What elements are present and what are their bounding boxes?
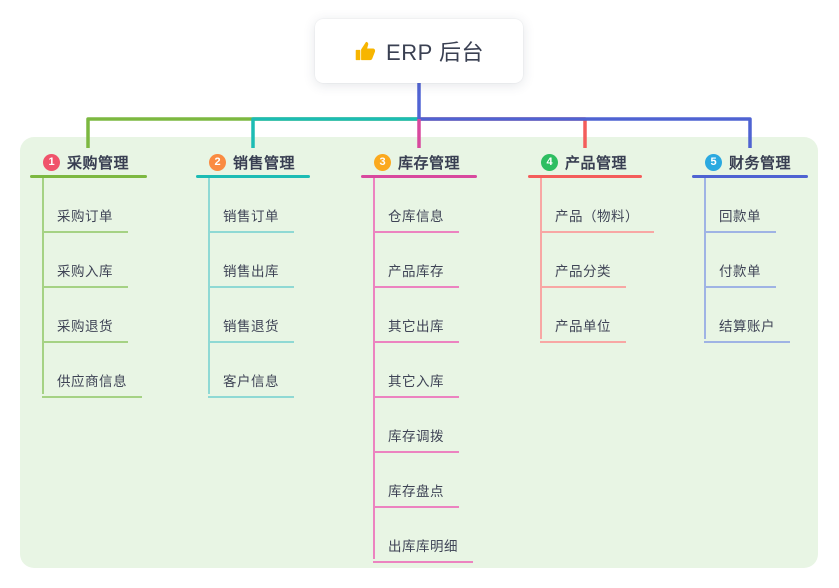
child-node-label: 库存盘点 [373, 480, 459, 508]
child-node-label: 销售出库 [208, 260, 294, 288]
child-node[interactable]: 仓库信息 [361, 178, 477, 233]
child-node[interactable]: 其它入库 [361, 343, 477, 398]
child-node-label: 采购订单 [42, 205, 128, 233]
child-node-label: 库存调拨 [373, 425, 459, 453]
branch-header[interactable]: 4 产品管理 [528, 150, 642, 175]
child-node[interactable]: 结算账户 [692, 288, 808, 343]
branch-number-badge: 1 [43, 154, 60, 171]
child-node[interactable]: 客户信息 [196, 343, 310, 398]
child-node[interactable]: 产品库存 [361, 233, 477, 288]
branch-children-list: 仓库信息产品库存其它出库其它入库库存调拨库存盘点出库库明细 [361, 178, 477, 563]
child-node-label: 出库库明细 [373, 535, 473, 563]
branch-number-badge: 2 [209, 154, 226, 171]
child-node-label: 采购退货 [42, 315, 128, 343]
branch-title: 采购管理 [67, 155, 130, 172]
child-node-label: 销售退货 [208, 315, 294, 343]
child-node-label: 供应商信息 [42, 370, 142, 398]
child-node[interactable]: 销售出库 [196, 233, 310, 288]
branch-children-list: 回款单付款单结算账户 [692, 178, 808, 343]
root-node-erp[interactable]: ERP 后台 [315, 19, 523, 83]
children-connector-line [42, 178, 44, 394]
branch-title: 财务管理 [729, 155, 792, 172]
children-connector-line [704, 178, 706, 339]
child-node-label: 采购入库 [42, 260, 128, 288]
child-node[interactable]: 其它出库 [361, 288, 477, 343]
branch-underline [196, 175, 310, 178]
child-node-label: 结算账户 [704, 315, 790, 343]
branch-node-2: 2 销售管理 销售订单销售出库销售退货客户信息 [196, 150, 310, 398]
child-node[interactable]: 回款单 [692, 178, 808, 233]
child-node-label: 回款单 [704, 205, 776, 233]
branch-node-1: 1 采购管理 采购订单采购入库采购退货供应商信息 [30, 150, 147, 398]
branch-number-badge: 3 [374, 154, 391, 171]
branch-title: 库存管理 [398, 155, 461, 172]
child-node[interactable]: 出库库明细 [361, 508, 477, 563]
child-node-label: 客户信息 [208, 370, 294, 398]
child-node-label: 销售订单 [208, 205, 294, 233]
child-node[interactable]: 付款单 [692, 233, 808, 288]
child-node[interactable]: 产品（物料） [528, 178, 654, 233]
branch-children-list: 销售订单销售出库销售退货客户信息 [196, 178, 310, 398]
child-node[interactable]: 库存调拨 [361, 398, 477, 453]
branch-header[interactable]: 3 库存管理 [361, 150, 477, 175]
child-node[interactable]: 库存盘点 [361, 453, 477, 508]
branch-number-badge: 4 [541, 154, 558, 171]
child-node[interactable]: 产品分类 [528, 233, 642, 288]
root-node-label: ERP 后台 [386, 40, 484, 65]
branch-underline [30, 175, 147, 178]
child-node-label: 其它入库 [373, 370, 459, 398]
branch-underline [361, 175, 477, 178]
child-node[interactable]: 销售订单 [196, 178, 310, 233]
branch-node-3: 3 库存管理 仓库信息产品库存其它出库其它入库库存调拨库存盘点出库库明细 [361, 150, 477, 563]
thumbs-up-icon [354, 40, 377, 63]
child-node-label: 产品（物料） [540, 205, 654, 233]
branch-children-list: 产品（物料） 产品分类产品单位 [528, 178, 654, 343]
branch-node-5: 5 财务管理 回款单付款单结算账户 [692, 150, 808, 343]
child-node[interactable]: 供应商信息 [30, 343, 147, 398]
branches-background-panel [20, 137, 818, 568]
branch-header[interactable]: 5 财务管理 [692, 150, 808, 175]
child-node[interactable]: 采购退货 [30, 288, 147, 343]
children-connector-line [208, 178, 210, 394]
child-node-label: 仓库信息 [373, 205, 459, 233]
branch-number-badge: 5 [705, 154, 722, 171]
child-node-label: 产品单位 [540, 315, 626, 343]
branch-header[interactable]: 2 销售管理 [196, 150, 310, 175]
child-node-label: 产品分类 [540, 260, 626, 288]
child-node[interactable]: 采购订单 [30, 178, 147, 233]
children-connector-line [373, 178, 375, 559]
branch-underline [528, 175, 642, 178]
branch-header[interactable]: 1 采购管理 [30, 150, 147, 175]
child-node-label: 其它出库 [373, 315, 459, 343]
branch-children-list: 采购订单采购入库采购退货供应商信息 [30, 178, 147, 398]
child-node[interactable]: 销售退货 [196, 288, 310, 343]
branch-node-4: 4 产品管理 产品（物料） 产品分类产品单位 [528, 150, 654, 343]
child-node-label: 付款单 [704, 260, 776, 288]
child-node[interactable]: 采购入库 [30, 233, 147, 288]
branch-title: 产品管理 [565, 155, 628, 172]
children-connector-line [540, 178, 542, 339]
branch-title: 销售管理 [233, 155, 296, 172]
child-node[interactable]: 产品单位 [528, 288, 642, 343]
branch-underline [692, 175, 808, 178]
child-node-label: 产品库存 [373, 260, 459, 288]
